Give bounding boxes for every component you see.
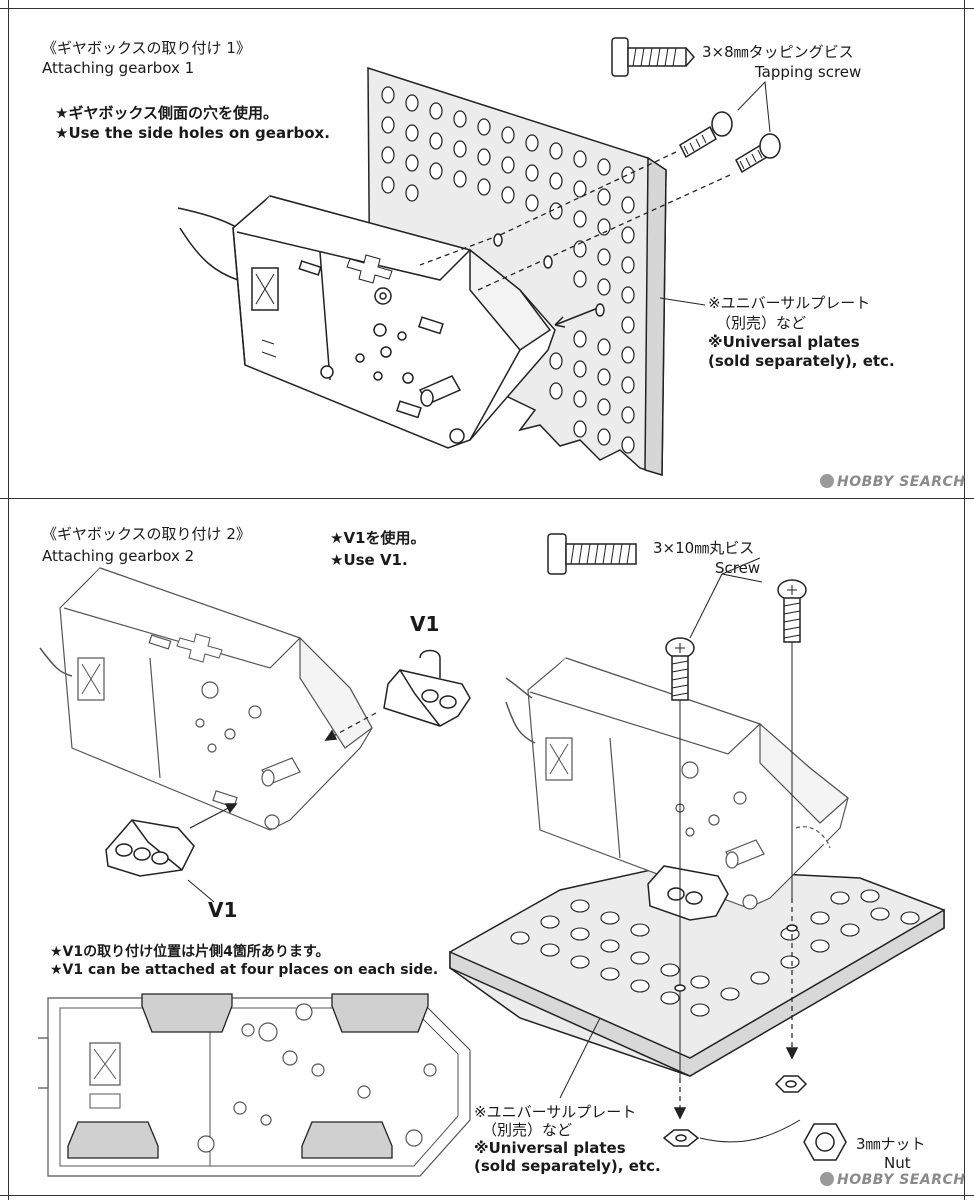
section2-plate-label-jp2: （別売）など (482, 1121, 573, 1139)
tapping-screw-icon (611, 37, 696, 77)
section-divider (0, 498, 974, 499)
round-screw-icon (547, 533, 637, 575)
section2-title-en: Attaching gearbox 2 (42, 547, 195, 565)
section1-title-en: Attaching gearbox 1 (42, 59, 195, 77)
nut-label-en: Nut (884, 1154, 911, 1172)
right-border (964, 0, 965, 1200)
gearbox-right-icon (527, 657, 849, 910)
watermark-logo-icon (820, 1172, 834, 1186)
position-note-jp: ★V1の取り付け位置は片側4箇所あります。 (50, 944, 330, 960)
left-border (8, 0, 9, 1200)
section1-plate-label-en2: (sold separately), etc. (708, 352, 895, 370)
screw-left-icon (665, 637, 695, 701)
plate-studs (510, 889, 920, 1017)
section2-plate-label-jp1: ※ユニバーサルプレート (474, 1103, 637, 1121)
plate-hole-grid (381, 86, 635, 454)
position-note-en: ★V1 can be attached at four places on ea… (50, 962, 439, 978)
v1-part-mounted-icon (647, 865, 729, 921)
section1-screw-label-en: Tapping screw (755, 63, 862, 81)
watermark-bottom: HOBBY SEARCH (820, 1172, 965, 1188)
section2-note-jp: ★V1を使用。 (330, 529, 426, 547)
nut-label-jp: 3㎜ナット (856, 1135, 926, 1153)
bottom-border (0, 1195, 974, 1196)
section1-plate-label-jp1: ※ユニバーサルプレート (708, 294, 871, 312)
section1-plate-label-en1: ※Universal plates (708, 333, 860, 351)
section1-note-en: ★Use the side holes on gearbox. (55, 124, 330, 142)
watermark-logo-icon (820, 474, 834, 488)
v1-label-top: V1 (410, 612, 440, 636)
nut-icon (803, 1123, 847, 1161)
top-border (0, 8, 974, 9)
v1-label-bottom: V1 (208, 898, 238, 922)
tapping-screws-pair-icon (679, 111, 781, 174)
nut-small-right-icon (774, 1075, 808, 1093)
section2-illustration (38, 533, 945, 1177)
v1-part-bottom-icon (105, 819, 195, 877)
section1-title-jp: 《ギヤボックスの取り付け 1》 (42, 39, 251, 57)
section1-screw-label-jp: 3×8㎜タッピングビス (702, 43, 854, 61)
section2-plate-label-en1: ※Universal plates (474, 1139, 626, 1157)
section2-plate-label-en2: (sold separately), etc. (474, 1157, 661, 1175)
section1-illustration (177, 37, 781, 477)
section1-plate-label-jp2: （別売）など (716, 314, 807, 332)
v1-position-markers (67, 993, 429, 1159)
section2-note-en: ★Use V1. (330, 551, 408, 569)
section1-note-jp: ★ギヤボックス側面の穴を使用。 (55, 104, 278, 122)
v1-part-top-icon (383, 649, 471, 727)
nut-small-left-icon (662, 1129, 700, 1147)
section2-title-jp: 《ギヤボックスの取り付け 2》 (42, 525, 251, 543)
gearbox-left-icon (59, 567, 373, 831)
gearbox-icon (232, 195, 556, 449)
watermark-top: HOBBY SEARCH (820, 474, 965, 490)
section2-screw-label-jp: 3×10㎜丸ビス (653, 539, 755, 557)
screw-right-icon (777, 579, 807, 643)
